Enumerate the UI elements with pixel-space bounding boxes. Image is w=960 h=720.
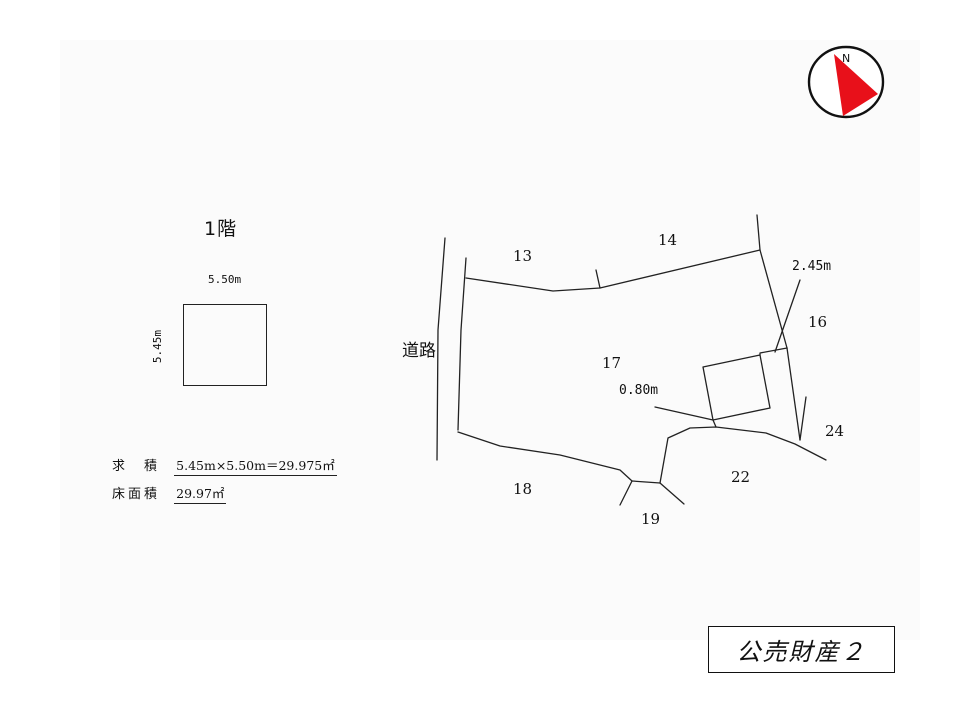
boundary-north [465,249,761,292]
area-calc-label: 求 積 [112,459,161,474]
north-letter: N [842,52,850,65]
leader-2-45m [774,279,801,353]
setback-bottom-label: 0.80m [619,383,659,398]
boundary-tick-19-right [659,482,685,505]
boundary-south-19 [631,480,661,484]
building-footprint [702,354,771,421]
lot-14-label: 14 [658,231,678,249]
road-edge-right [457,257,467,431]
floor-plan-title: 1階 [204,218,238,240]
floor-plan-outline [183,304,267,386]
floor-area-value: 29.97㎡ [174,483,227,504]
lot-22-label: 22 [731,468,751,486]
setback-right-label: 2.45m [792,259,832,274]
lot-18-label: 18 [513,480,533,498]
leader-0-80m [654,406,717,428]
boundary-east-lower [786,347,801,441]
boundary-tick-19-left [619,480,633,506]
floor-area-label: 床面積 [112,487,161,502]
building-front-line [759,347,788,356]
boundary-east-upper [756,214,788,349]
north-arrow-shape [834,54,878,116]
area-calc-row: 求 積 5.45m×5.50m＝29.975㎡ [112,455,337,476]
scanned-sheet [60,40,920,640]
lot-24-label: 24 [825,422,845,440]
boundary-tick-13-14 [595,269,601,289]
floor-area-row: 床面積 29.97㎡ [112,483,227,504]
boundary-south-west [457,431,633,482]
floor-width-label: 5.50m [208,273,242,286]
lot-13-label: 13 [513,247,533,265]
north-compass-icon: N [807,45,885,119]
lot-16-label: 16 [808,313,828,331]
lot-19-label: 19 [641,510,661,528]
road-edge-left [436,237,446,461]
lot-17-label: 17 [602,354,622,372]
boundary-tick-24 [799,396,807,441]
property-caption: 公売財産２ [708,626,895,673]
road-label: 道路 [402,341,436,361]
area-calc-value: 5.45m×5.50m＝29.975㎡ [174,455,337,476]
